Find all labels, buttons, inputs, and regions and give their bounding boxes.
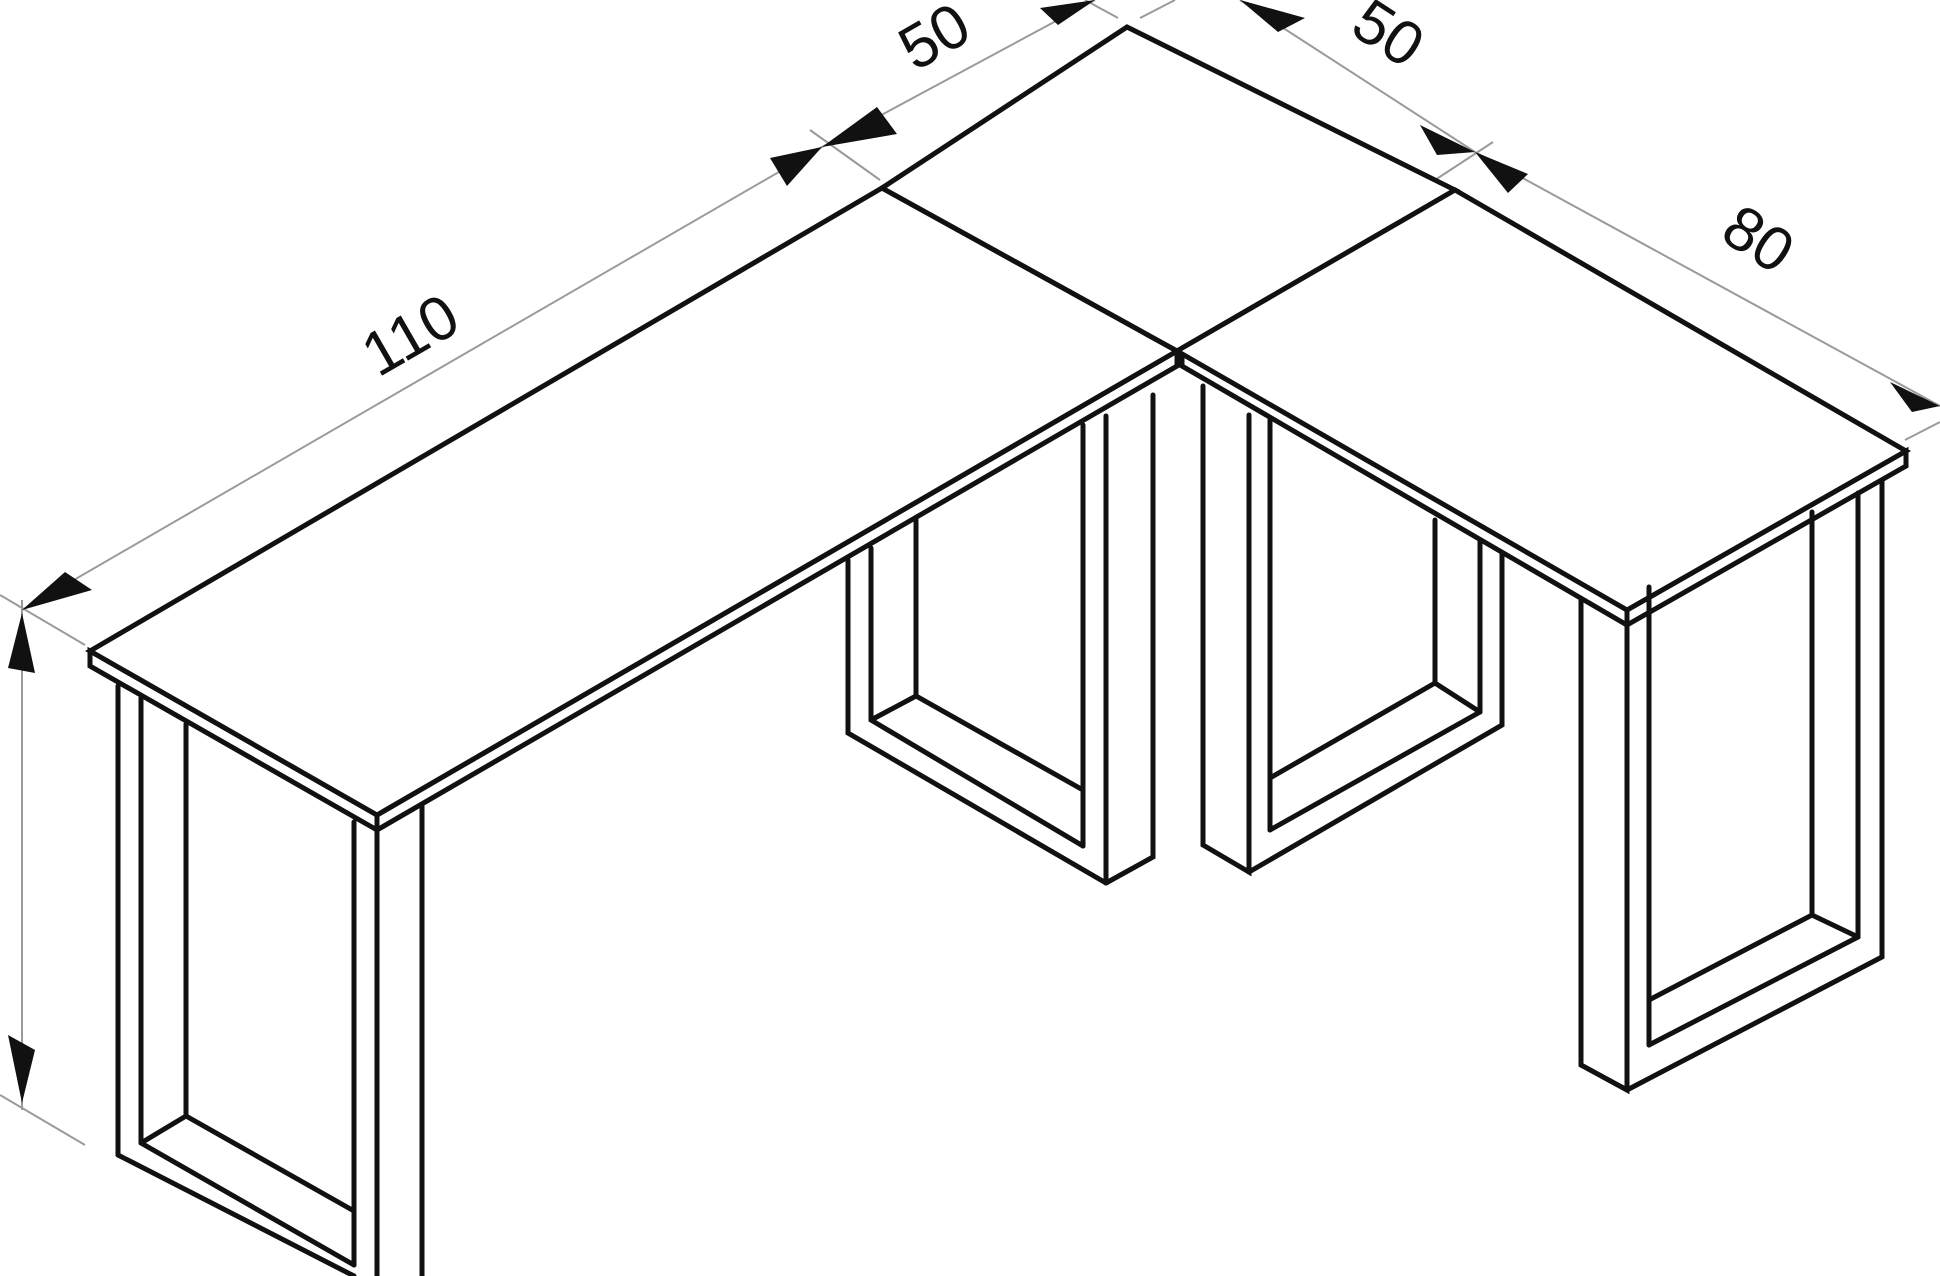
right-desktop — [1171, 187, 1912, 613]
dim-label-80: 80 — [1710, 192, 1805, 287]
front-left-leg — [115, 683, 425, 1276]
rear-right-leg — [1200, 383, 1505, 877]
left-desktop — [85, 185, 1183, 818]
dim-label-110: 110 — [351, 281, 471, 390]
rear-left-leg — [845, 392, 1156, 886]
dim-label-50-right: 50 — [1340, 0, 1435, 81]
front-right-leg — [1578, 477, 1885, 1095]
dimension-arrows — [8, 0, 1940, 1103]
dim-label-50-left: 50 — [888, 0, 982, 84]
desktop — [85, 24, 1912, 835]
